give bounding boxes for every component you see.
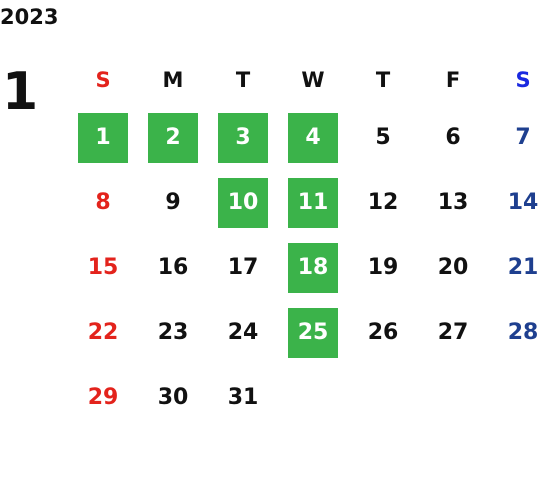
weekday-header-tuesday: T bbox=[235, 68, 251, 92]
calendar-day-cell[interactable]: 8 bbox=[68, 170, 138, 235]
calendar-day-number: 8 bbox=[95, 190, 111, 215]
weekday-header-friday: F bbox=[445, 68, 461, 92]
weekday-header-wednesday: W bbox=[301, 68, 325, 92]
calendar-day-number: 21 bbox=[507, 255, 539, 280]
calendar-day-number: 26 bbox=[367, 320, 399, 345]
calendar-day-number: 16 bbox=[157, 255, 189, 280]
calendar-day-cell[interactable]: 20 bbox=[418, 235, 488, 300]
calendar-day-cell[interactable]: 19 bbox=[348, 235, 418, 300]
calendar-day-cell[interactable]: 11 bbox=[278, 170, 348, 235]
weekday-header-saturday: S bbox=[515, 68, 531, 92]
calendar-day-number: 6 bbox=[445, 125, 461, 150]
calendar-day-cell[interactable]: 13 bbox=[418, 170, 488, 235]
calendar-day-cell[interactable]: 9 bbox=[138, 170, 208, 235]
calendar-day-number: 27 bbox=[437, 320, 469, 345]
calendar-day-cell[interactable]: 10 bbox=[208, 170, 278, 235]
calendar-day-number: 4 bbox=[288, 112, 338, 163]
calendar-day-cell[interactable]: 7 bbox=[488, 105, 548, 170]
calendar-day-cell[interactable]: 15 bbox=[68, 235, 138, 300]
calendar-day-cell[interactable]: 22 bbox=[68, 300, 138, 365]
calendar-day-number: 17 bbox=[227, 255, 259, 280]
calendar-day-cell[interactable]: 23 bbox=[138, 300, 208, 365]
calendar-day-cell[interactable]: 3 bbox=[208, 105, 278, 170]
calendar-day-cell[interactable]: 27 bbox=[418, 300, 488, 365]
weekday-header-sunday: S bbox=[95, 68, 111, 92]
calendar-day-number: 14 bbox=[507, 190, 539, 215]
calendar-day-number: 18 bbox=[288, 242, 338, 293]
calendar-day-cell[interactable]: 5 bbox=[348, 105, 418, 170]
calendar-day-number: 29 bbox=[87, 385, 119, 410]
calendar-day-number: 31 bbox=[227, 385, 259, 410]
calendar-day-number: 20 bbox=[437, 255, 469, 280]
calendar-day-cell[interactable]: 29 bbox=[68, 365, 138, 430]
year-label: 2023 bbox=[0, 5, 59, 29]
calendar-day-number: 5 bbox=[375, 125, 391, 150]
calendar-day-cell[interactable]: 1 bbox=[68, 105, 138, 170]
calendar-day-number: 10 bbox=[218, 177, 268, 228]
calendar-day-number: 15 bbox=[87, 255, 119, 280]
weekday-header-thursday: T bbox=[375, 68, 391, 92]
calendar-day-number: 30 bbox=[157, 385, 189, 410]
calendar-day-number: 19 bbox=[367, 255, 399, 280]
month-number: 1 bbox=[2, 62, 39, 122]
calendar-day-number: 11 bbox=[288, 177, 338, 228]
calendar-day-number: 12 bbox=[367, 190, 399, 215]
calendar-day-number: 24 bbox=[227, 320, 259, 345]
calendar-day-number: 2 bbox=[148, 112, 198, 163]
calendar-day-cell[interactable]: 28 bbox=[488, 300, 548, 365]
calendar-day-cell[interactable]: 12 bbox=[348, 170, 418, 235]
calendar-day-cell[interactable]: 4 bbox=[278, 105, 348, 170]
calendar-day-number: 22 bbox=[87, 320, 119, 345]
calendar-day-cell[interactable]: 18 bbox=[278, 235, 348, 300]
weekday-header-monday: M bbox=[162, 68, 184, 92]
calendar-day-cell[interactable]: 30 bbox=[138, 365, 208, 430]
calendar-day-cell[interactable]: 14 bbox=[488, 170, 548, 235]
calendar-day-number: 3 bbox=[218, 112, 268, 163]
calendar-day-cell[interactable]: 6 bbox=[418, 105, 488, 170]
calendar-day-cell[interactable]: 25 bbox=[278, 300, 348, 365]
calendar-day-cell[interactable]: 24 bbox=[208, 300, 278, 365]
calendar-day-number: 28 bbox=[507, 320, 539, 345]
calendar-day-number: 1 bbox=[78, 112, 128, 163]
calendar-day-cell[interactable]: 2 bbox=[138, 105, 208, 170]
calendar-day-number: 23 bbox=[157, 320, 189, 345]
calendar-day-number: 25 bbox=[288, 307, 338, 358]
calendar-day-cell[interactable]: 26 bbox=[348, 300, 418, 365]
calendar-day-cell[interactable]: 21 bbox=[488, 235, 548, 300]
calendar-day-number: 9 bbox=[165, 190, 181, 215]
calendar-day-cell[interactable]: 17 bbox=[208, 235, 278, 300]
calendar-day-number: 7 bbox=[515, 125, 531, 150]
calendar-day-cell[interactable]: 16 bbox=[138, 235, 208, 300]
calendar-day-cell[interactable]: 31 bbox=[208, 365, 278, 430]
calendar-day-number: 13 bbox=[437, 190, 469, 215]
